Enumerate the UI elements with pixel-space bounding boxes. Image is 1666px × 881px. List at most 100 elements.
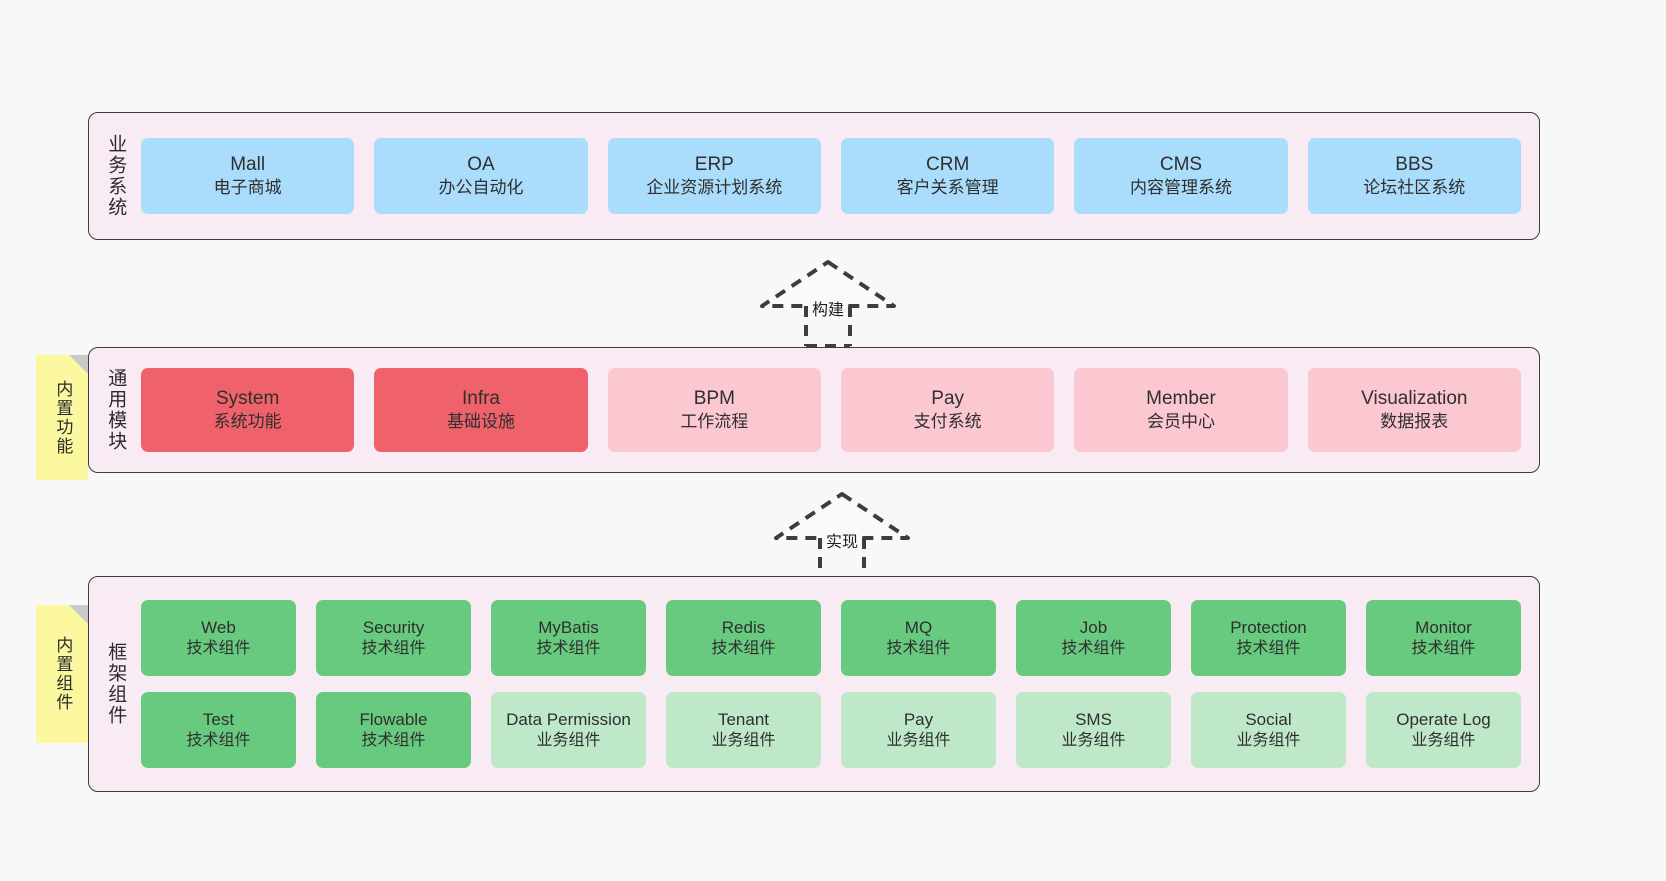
note-builtin-component: 内置组件 (36, 605, 88, 743)
card-pay-component[interactable]: Pay 业务组件 (841, 692, 996, 768)
card-bpm-cn: 工作流程 (680, 412, 749, 432)
note-builtin-function-label: 内置功能 (53, 379, 73, 456)
card-crm-cn: 客户关系管理 (896, 178, 999, 198)
card-data-permission-en: Data Permission (506, 709, 631, 729)
card-security-cn: 技术组件 (361, 639, 426, 657)
card-flowable-cn: 技术组件 (361, 731, 426, 749)
card-monitor-cn: 技术组件 (1411, 639, 1476, 657)
layer-framework-components: 框架组件 Web 技术组件 Security 技术组件 MyBatis 技术组件… (88, 576, 1540, 792)
card-protection-cn: 技术组件 (1236, 639, 1301, 657)
card-data-permission-cn: 业务组件 (536, 731, 601, 749)
connector-shaft (804, 306, 852, 348)
card-data-permission[interactable]: Data Permission 业务组件 (491, 692, 646, 768)
card-monitor-en: Monitor (1415, 617, 1472, 637)
business-systems-row: Mall 电子商城 OA 办公自动化 ERP 企业资源计划系统 CRM 客户关系… (141, 138, 1521, 214)
card-system-cn: 系统功能 (213, 412, 282, 432)
note-fold-corner-icon (69, 605, 88, 624)
card-operate-log[interactable]: Operate Log 业务组件 (1366, 692, 1521, 768)
card-security[interactable]: Security 技术组件 (316, 600, 471, 676)
note-fold-corner-icon (69, 355, 88, 374)
card-mall-en: Mall (230, 153, 266, 175)
card-pay-module-en: Pay (931, 387, 965, 409)
card-erp[interactable]: ERP 企业资源计划系统 (607, 138, 821, 214)
card-pay-module[interactable]: Pay 支付系统 (840, 368, 1055, 452)
card-social-cn: 业务组件 (1236, 731, 1301, 749)
card-mybatis-cn: 技术组件 (536, 639, 601, 657)
card-operate-log-cn: 业务组件 (1411, 731, 1476, 749)
card-web-cn: 技术组件 (186, 639, 251, 657)
card-crm[interactable]: CRM 客户关系管理 (840, 138, 1055, 214)
card-flowable[interactable]: Flowable 技术组件 (316, 692, 471, 768)
card-monitor[interactable]: Monitor 技术组件 (1366, 600, 1521, 676)
card-bbs[interactable]: BBS 论坛社区系统 (1307, 138, 1521, 214)
generalization-arrowhead (774, 492, 910, 540)
layer-title-framework-components: 框架组件 (105, 642, 127, 726)
card-web[interactable]: Web 技术组件 (141, 600, 296, 676)
card-pay-component-cn: 业务组件 (886, 731, 951, 749)
card-job-en: Job (1079, 617, 1108, 637)
card-bpm-en: BPM (693, 387, 735, 409)
card-erp-cn: 企业资源计划系统 (646, 178, 783, 198)
card-infra[interactable]: Infra 基础设施 (374, 368, 588, 452)
connector-implement: 实现 (772, 490, 912, 580)
card-protection-en: Protection (1230, 617, 1307, 637)
card-test-cn: 技术组件 (186, 731, 251, 749)
card-mq-cn: 技术组件 (886, 639, 951, 657)
card-member[interactable]: Member 会员中心 (1074, 368, 1288, 452)
card-job[interactable]: Job 技术组件 (1016, 600, 1171, 676)
card-erp-en: ERP (694, 153, 734, 175)
card-member-en: Member (1146, 387, 1216, 409)
card-cms[interactable]: CMS 内容管理系统 (1074, 138, 1288, 214)
card-cms-en: CMS (1159, 153, 1203, 175)
card-system[interactable]: System 系统功能 (141, 368, 355, 452)
layer-business-systems: 业务系统 Mall 电子商城 OA 办公自动化 ERP 企业资源计划系统 CRM… (88, 112, 1540, 240)
card-tenant-cn: 业务组件 (711, 731, 776, 749)
card-test-en: Test (202, 709, 235, 729)
card-mall[interactable]: Mall 电子商城 (141, 138, 355, 214)
card-operate-log-en: Operate Log (1396, 709, 1491, 729)
note-builtin-component-label: 内置组件 (53, 636, 73, 712)
card-mq[interactable]: MQ 技术组件 (841, 600, 996, 676)
layer-body-common-modules: System 系统功能 Infra 基础设施 BPM 工作流程 Pay 支付系统… (141, 348, 1539, 472)
layer-title-business-systems: 业务系统 (105, 134, 127, 218)
card-crm-en: CRM (926, 153, 970, 175)
card-tenant-en: Tenant (717, 709, 770, 729)
card-test[interactable]: Test 技术组件 (141, 692, 296, 768)
card-protection[interactable]: Protection 技术组件 (1191, 600, 1346, 676)
card-pay-component-en: Pay (903, 709, 934, 729)
card-bbs-en: BBS (1395, 153, 1434, 175)
card-oa[interactable]: OA 办公自动化 (374, 138, 588, 214)
layer-common-modules: 通用模块 System 系统功能 Infra 基础设施 BPM 工作流程 Pay… (88, 347, 1540, 473)
layer-title-common-modules: 通用模块 (105, 368, 127, 452)
card-visualization-cn: 数据报表 (1380, 412, 1449, 432)
card-web-en: Web (201, 617, 236, 637)
card-tenant[interactable]: Tenant 业务组件 (666, 692, 821, 768)
card-system-en: System (215, 387, 280, 409)
card-flowable-en: Flowable (359, 709, 428, 729)
card-security-en: Security (362, 617, 425, 637)
card-mall-cn: 电子商城 (213, 178, 282, 198)
card-oa-cn: 办公自动化 (438, 178, 524, 198)
card-sms-cn: 业务组件 (1061, 731, 1126, 749)
card-member-cn: 会员中心 (1146, 412, 1215, 432)
card-redis[interactable]: Redis 技术组件 (666, 600, 821, 676)
card-bpm[interactable]: BPM 工作流程 (607, 368, 821, 452)
card-redis-en: Redis (721, 617, 766, 637)
card-bbs-cn: 论坛社区系统 (1363, 178, 1466, 198)
card-mq-en: MQ (904, 617, 933, 637)
card-visualization[interactable]: Visualization 数据报表 (1307, 368, 1521, 452)
card-redis-cn: 技术组件 (711, 639, 776, 657)
connector-build: 构建 (758, 258, 898, 348)
card-mybatis[interactable]: MyBatis 技术组件 (491, 600, 646, 676)
card-sms-en: SMS (1075, 709, 1112, 729)
card-visualization-en: Visualization (1361, 387, 1468, 409)
common-modules-row: System 系统功能 Infra 基础设施 BPM 工作流程 Pay 支付系统… (141, 368, 1521, 452)
card-social[interactable]: Social 业务组件 (1191, 692, 1346, 768)
layer-body-business-systems: Mall 电子商城 OA 办公自动化 ERP 企业资源计划系统 CRM 客户关系… (141, 113, 1539, 239)
card-sms[interactable]: SMS 业务组件 (1016, 692, 1171, 768)
card-social-en: Social (1245, 709, 1292, 729)
framework-business-row: Test 技术组件 Flowable 技术组件 Data Permission … (141, 692, 1521, 768)
card-infra-en: Infra (461, 387, 500, 409)
layer-body-framework-components: Web 技术组件 Security 技术组件 MyBatis 技术组件 Redi… (141, 577, 1539, 791)
